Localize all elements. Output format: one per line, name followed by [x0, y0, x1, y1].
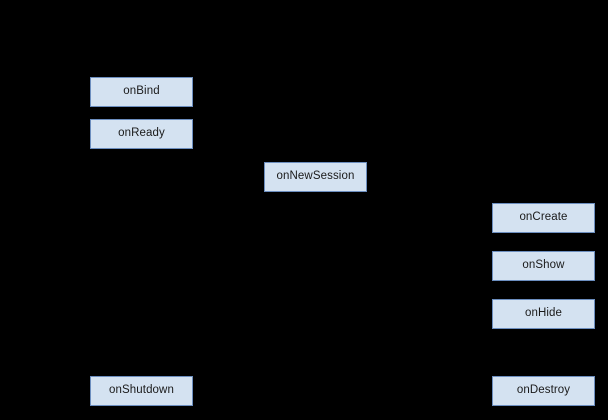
node-on-bind[interactable]: onBind — [90, 77, 193, 107]
node-label-on-create: onCreate — [519, 211, 568, 224]
node-label-on-destroy: onDestroy — [516, 384, 571, 397]
node-on-shutdown[interactable]: onShutdown — [90, 376, 193, 406]
node-on-destroy[interactable]: onDestroy — [492, 376, 595, 406]
node-on-hide[interactable]: onHide — [492, 299, 595, 329]
node-on-new-session[interactable]: onNewSession — [264, 162, 367, 192]
node-label-on-bind: onBind — [123, 85, 160, 98]
node-label-on-hide: onHide — [524, 307, 563, 320]
node-on-show[interactable]: onShow — [492, 251, 595, 281]
node-on-ready[interactable]: onReady — [90, 119, 193, 149]
node-label-on-new-session: onNewSession — [276, 170, 355, 183]
node-label-on-ready: onReady — [118, 127, 165, 140]
node-label-on-shutdown: onShutdown — [109, 384, 174, 397]
node-on-create[interactable]: onCreate — [492, 203, 595, 233]
node-label-on-show: onShow — [522, 259, 565, 272]
